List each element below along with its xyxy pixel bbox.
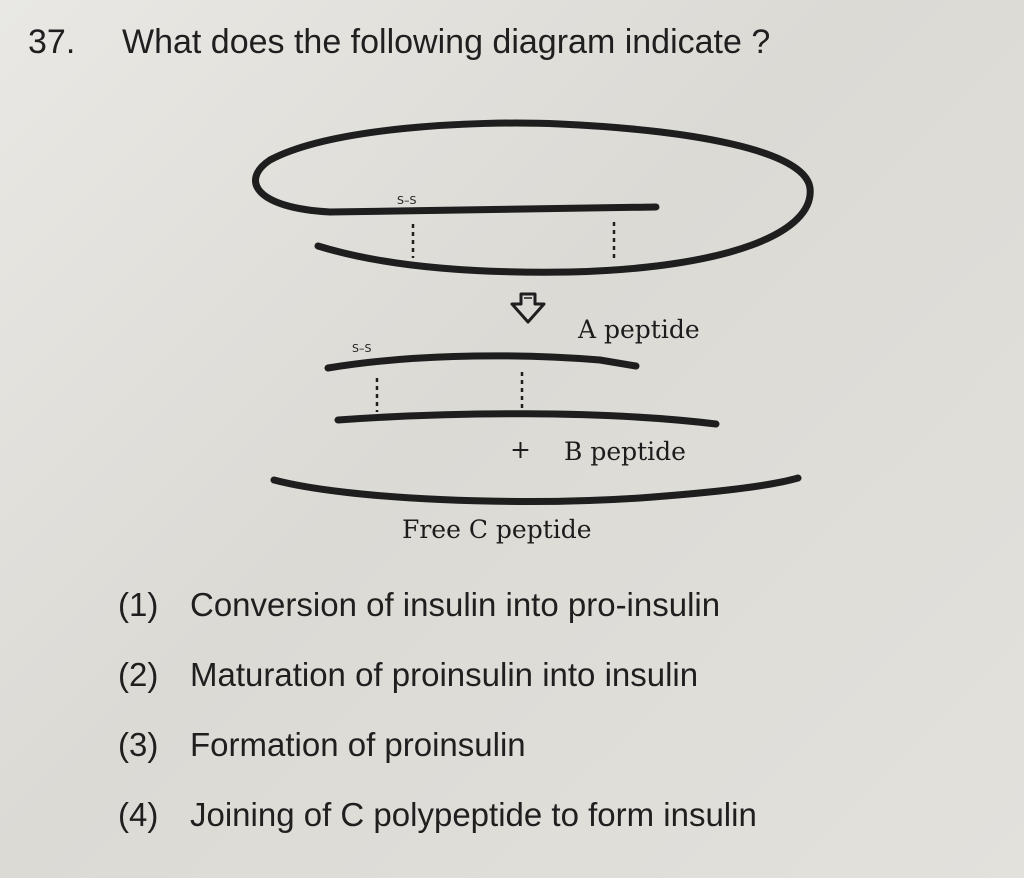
down-arrow-icon — [510, 292, 546, 324]
question-number: 37. — [28, 23, 76, 61]
option-1[interactable]: (1) Conversion of insulin into pro-insuli… — [118, 585, 757, 655]
plus-sign: + — [510, 435, 531, 464]
option-text: Maturation of proinsulin into insulin — [190, 656, 699, 693]
question-text: What does the following diagram indicate… — [122, 23, 771, 61]
c-peptide-label: Free C peptide — [402, 515, 592, 544]
a-chain — [324, 352, 640, 372]
option-text: Conversion of insulin into pro-insulin — [190, 586, 721, 623]
c-peptide-free — [270, 474, 802, 505]
b-chain — [334, 410, 720, 428]
option-number: (3) — [118, 726, 159, 763]
option-3[interactable]: (3) Formation of proinsulin — [118, 725, 757, 795]
c-peptide-loop — [252, 119, 814, 276]
option-number: (4) — [118, 796, 159, 833]
option-text: Formation of proinsulin — [190, 726, 526, 763]
option-number: (1) — [118, 586, 159, 623]
option-text: Joining of C polypeptide to form insulin — [190, 796, 757, 833]
option-number: (2) — [118, 656, 159, 693]
question-header: 37. What does the following diagram indic… — [28, 22, 770, 62]
option-2[interactable]: (2) Maturation of proinsulin into insulin — [118, 655, 757, 725]
option-4[interactable]: (4) Joining of C polypeptide to form insu… — [118, 795, 757, 865]
a-peptide-label: A peptide — [577, 315, 700, 344]
b-peptide-label: B peptide — [564, 437, 686, 466]
ss-bond-label-top: S–S — [397, 194, 416, 207]
answer-options: (1) Conversion of insulin into pro-insuli… — [118, 585, 757, 865]
ss-bond-label-mid: S–S — [352, 342, 371, 355]
